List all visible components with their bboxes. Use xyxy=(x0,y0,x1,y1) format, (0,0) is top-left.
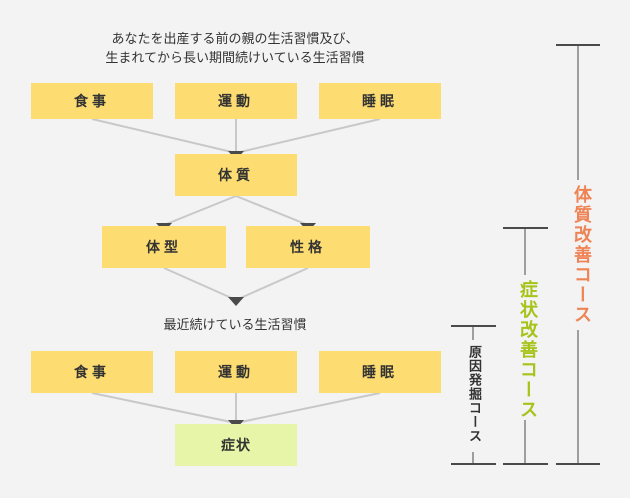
caption-line-1: あなたを出産する前の親の生活習慣及び、 xyxy=(111,32,359,47)
box-symptom: 症状 xyxy=(175,424,297,466)
connector-line xyxy=(163,195,237,226)
connector-line xyxy=(163,267,237,301)
box-top-diet: 食事 xyxy=(31,83,153,119)
lifestyle-caption-recent: 最近続けている生活習慣 xyxy=(163,318,307,333)
connector-line xyxy=(91,118,237,154)
connector-line xyxy=(235,392,381,424)
symptom-improvement-course-label: 症状改善コース xyxy=(517,280,538,420)
box-personality: 性格 xyxy=(246,226,370,268)
connector-line xyxy=(235,267,309,301)
box-bottom-sleep: 睡眠 xyxy=(319,351,441,393)
connector-line xyxy=(235,118,381,154)
box-bottom-diet: 食事 xyxy=(31,351,153,393)
body-improvement-course-label: 体質改善コース xyxy=(571,185,592,325)
box-constitution: 体質 xyxy=(175,154,297,196)
connector-line xyxy=(91,392,237,424)
caption-line-2: 生まれてから長い期間続けいている生活習慣 xyxy=(105,51,365,66)
box-bottom-exercise: 運動 xyxy=(175,351,297,393)
box-top-exercise: 運動 xyxy=(175,83,297,119)
connector-line xyxy=(235,195,309,226)
arrow-head xyxy=(228,297,244,306)
box-body-type: 体型 xyxy=(102,226,226,268)
lifestyle-caption-past: あなたを出産する前の親の生活習慣及び、 生まれてから長い期間続けいている生活習慣 xyxy=(30,30,440,68)
box-top-sleep: 睡眠 xyxy=(319,83,441,119)
cause-discovery-course-label: 原因発掘コース xyxy=(466,345,481,443)
